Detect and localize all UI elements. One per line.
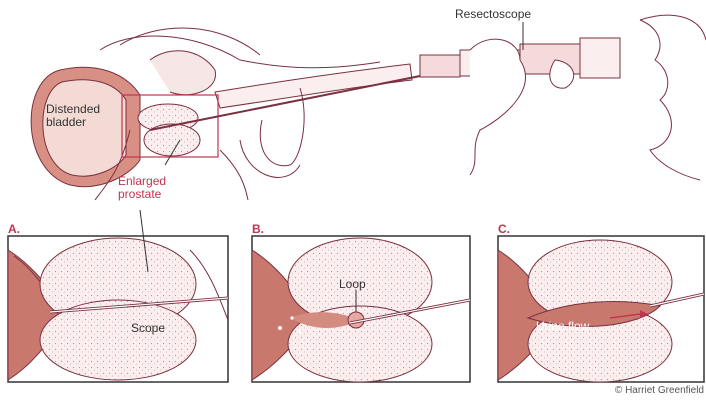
scope-label: Scope <box>131 322 165 335</box>
credit-text: © Harriet Greenfield <box>615 385 704 396</box>
top-illustration <box>31 15 706 200</box>
panel-label-a: A. <box>8 222 20 236</box>
resectoscope-label: Resectoscope <box>455 8 531 21</box>
panel-c <box>498 236 704 382</box>
panel-a <box>8 210 228 382</box>
enlarged-prostate-label-line2: prostate <box>118 188 161 201</box>
loop-label: Loop <box>339 278 366 291</box>
distended-bladder-label-line2: bladder <box>46 116 86 129</box>
urine-flow-label: Urine flow <box>536 320 589 333</box>
panel-label-c: C. <box>498 222 510 236</box>
panel-b <box>252 236 470 382</box>
panel-label-b: B. <box>252 222 264 236</box>
